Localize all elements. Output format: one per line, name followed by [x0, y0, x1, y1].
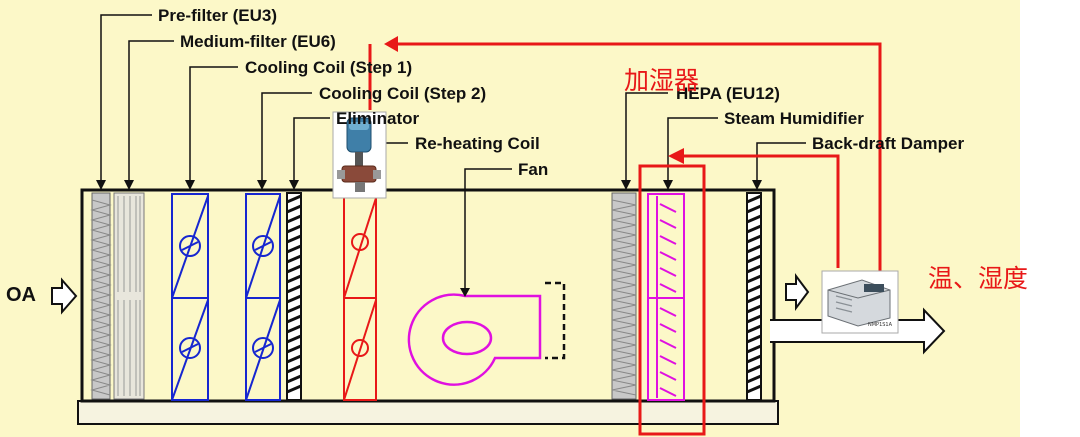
- humidifier-cn-label: 加湿器: [624, 66, 700, 95]
- fan-label: Fan: [518, 160, 549, 179]
- back-draft-damper-label: Back-draft Damper: [812, 134, 965, 153]
- medium-filter-label: Medium-filter (EU6): [180, 32, 336, 51]
- hepa-element: [611, 192, 637, 400]
- control-arrowhead-humidifier: [668, 148, 684, 164]
- prefilter-label: Pre-filter (EU3): [158, 6, 278, 25]
- steam-humidifier-element: [647, 193, 685, 401]
- temp-humidity-cn-label: 温、湿度: [928, 264, 1029, 293]
- base-frame: [77, 400, 779, 425]
- fan-outlet-bracket: [545, 281, 566, 360]
- medium-filter-element: [113, 192, 145, 400]
- eliminator-element: [286, 192, 302, 401]
- control-loop-lines: [368, 42, 882, 272]
- ahu-casing: [80, 188, 776, 403]
- hepa-label: HEPA (EU12): [676, 84, 780, 103]
- oa-label: OA: [6, 284, 36, 306]
- valve-actuator-icon: [332, 111, 387, 199]
- cooling-coil-1: [171, 193, 209, 401]
- fan-element: [407, 293, 542, 386]
- reheating-coil-label: Re-heating Coil: [415, 134, 540, 153]
- back-draft-damper-element: [746, 192, 762, 401]
- leader-lines: [100, 14, 806, 290]
- temperature-humidity-sensor-icon: NMP1S1A: [821, 270, 899, 334]
- cooling-coil-2-label: Cooling Coil (Step 2): [319, 84, 487, 103]
- eliminator-label: Eliminator: [336, 109, 420, 128]
- prefilter-element: [90, 192, 112, 400]
- steam-humidifier-label: Steam Humidifier: [724, 109, 864, 128]
- cooling-coil-1-label: Cooling Coil (Step 1): [245, 58, 413, 77]
- oa-inlet-arrow: [51, 277, 78, 315]
- cooling-coil-2: [245, 193, 281, 401]
- control-arrowhead-top: [384, 36, 398, 52]
- sensor-model-text: NMP1S1A: [868, 322, 893, 328]
- outlet-small-arrow: [785, 273, 810, 311]
- humidifier-highlight-box: [638, 164, 706, 436]
